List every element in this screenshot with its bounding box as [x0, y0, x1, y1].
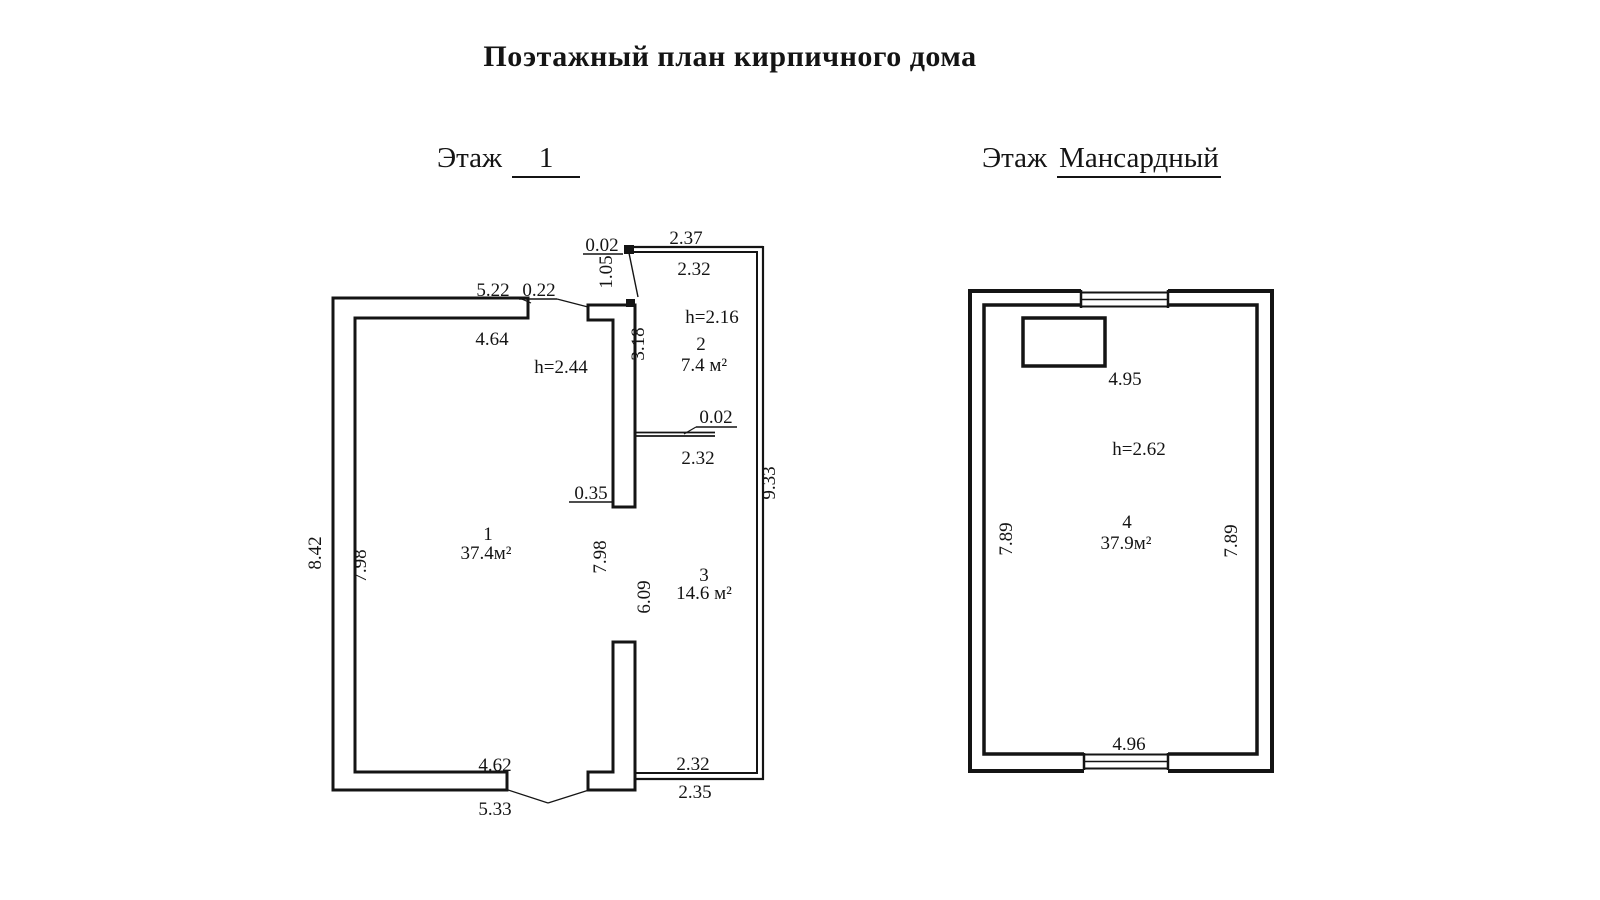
room1-area: 37.4м² [461, 543, 512, 564]
dim-0.22: 0.22 [522, 280, 555, 301]
floor1-label: Этаж [437, 142, 503, 174]
dim-7.98-left: 7.98 [350, 549, 371, 582]
room3-area: 14.6 м² [676, 583, 732, 604]
mansard-header: Этаж Мансардный [982, 142, 1221, 178]
floor1-number: 1 [512, 142, 581, 178]
dim-2.32-mid: 2.32 [681, 448, 714, 469]
page-title: Поэтажный план кирпичного дома [483, 40, 977, 73]
dim-4.62: 4.62 [478, 755, 511, 776]
room4-area: 37.9м² [1101, 533, 1152, 554]
room4-number: 4 [1122, 512, 1132, 533]
dim-3.18: 3.18 [628, 327, 649, 360]
dim-2.32-top: 2.32 [677, 259, 710, 280]
mansard-value: Мансардный [1057, 142, 1221, 178]
interior-wall-lower [586, 640, 637, 792]
dim-h2.44: h=2.44 [534, 357, 588, 378]
wall-post-top [624, 245, 634, 254]
floor1-header: Этаж 1 [437, 142, 581, 178]
dim-0.02-top: 0.02 [585, 235, 618, 256]
dim-6.09: 6.09 [634, 580, 655, 613]
room2-area: 7.4 м² [681, 355, 728, 376]
leader-0.02-mid [683, 426, 697, 435]
dim-h2.16: h=2.16 [685, 307, 738, 328]
mansard-inner-wall [982, 303, 1259, 756]
leader-5.33-left [507, 789, 549, 804]
door-swing-line [628, 252, 639, 298]
mansard-plan: 4.95 h=2.62 4 37.9м² 7.89 7.89 4.96 [968, 286, 1274, 775]
room3-number: 3 [699, 565, 709, 586]
dim-2.32-bottom: 2.32 [676, 754, 709, 775]
leader-5.33-right [547, 789, 590, 804]
floor1-plan: 0.02 2.37 2.32 1.05 5.22 0.22 4.64 h=2.4… [305, 228, 780, 820]
dim-7.89-left: 7.89 [996, 522, 1017, 555]
dim-h2.62: h=2.62 [1112, 439, 1165, 460]
stair-hatch-rect [1021, 316, 1107, 368]
room1-outer-walls [331, 296, 530, 792]
leader-5.22 [516, 296, 532, 304]
dim-4.64: 4.64 [475, 329, 509, 350]
room1-number: 1 [483, 524, 493, 545]
dim-0.02-mid: 0.02 [699, 407, 732, 428]
dim-4.95: 4.95 [1108, 369, 1141, 390]
dim-7.89-right: 7.89 [1221, 524, 1242, 557]
dim-8.42: 8.42 [305, 536, 326, 569]
mansard-label: Этаж [982, 142, 1048, 174]
dim-9.33: 9.33 [759, 466, 780, 499]
dim-1.05: 1.05 [596, 255, 617, 288]
dim-2.35: 2.35 [678, 782, 711, 803]
dim-5.22: 5.22 [476, 280, 509, 301]
dim-2.37: 2.37 [669, 228, 702, 249]
room2-number: 2 [696, 334, 706, 355]
dim-5.33: 5.33 [478, 799, 511, 820]
dim-0.35: 0.35 [574, 483, 607, 504]
dim-4.96: 4.96 [1112, 734, 1145, 755]
leader-0.22 [556, 298, 589, 308]
wall-post-annex [626, 299, 635, 307]
dim-7.98-right: 7.98 [590, 540, 611, 573]
